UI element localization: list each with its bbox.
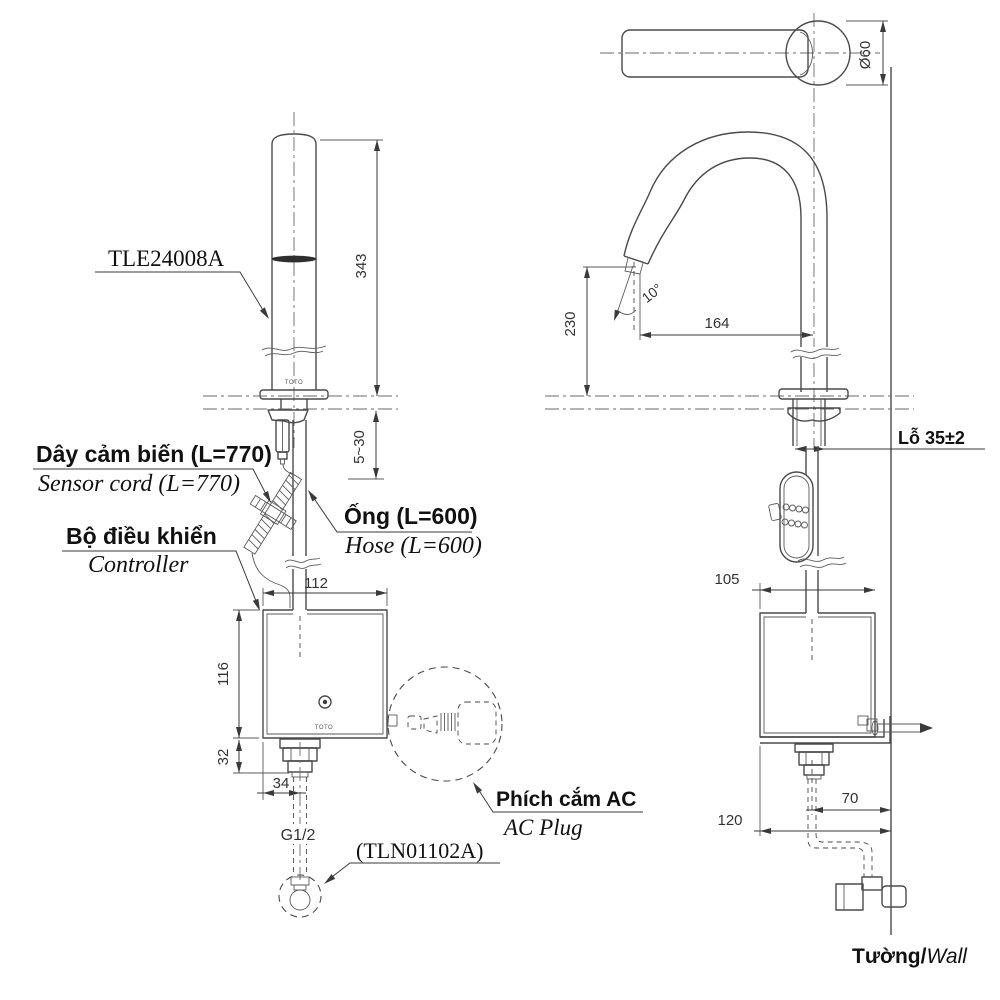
- sensor-window: [271, 255, 317, 263]
- controller-box-side: [759, 612, 878, 738]
- dim-deck-thickness: 5~30: [348, 411, 384, 480]
- column-break-line: [261, 345, 327, 351]
- supply-valve-code-label: (TLN01102A): [356, 838, 484, 863]
- riser-break-line: [792, 353, 842, 359]
- label-controller: Bộ điều khiển Controller: [62, 523, 260, 611]
- wall-label: Tường/Wall: [852, 945, 968, 968]
- hose-label-en: Hose (L=600): [344, 533, 482, 559]
- svg-text:34: 34: [273, 775, 290, 792]
- ac-plug-detail: [387, 666, 503, 782]
- base-flange: [259, 389, 329, 400]
- svg-text:105: 105: [714, 571, 739, 588]
- mounting-nut: [267, 409, 309, 424]
- svg-text:116: 116: [215, 662, 232, 686]
- brand-mark-controller: TOTO: [315, 725, 333, 731]
- dim-base-diameter: Ø60: [846, 20, 888, 86]
- svg-text:32: 32: [215, 749, 232, 766]
- wall-stop-valve: [835, 876, 907, 911]
- dim-controller-depth: 105: [714, 571, 875, 609]
- label-sensor-cord: Dây cảm biến (L=770) Sensor cord (L=770): [33, 441, 272, 503]
- cord-connector: [249, 494, 297, 531]
- label-product: TLE24008A: [95, 246, 269, 319]
- gooseneck-outer: [623, 131, 828, 392]
- thread-size-label: G1/2: [281, 827, 316, 844]
- svg-text:120: 120: [717, 812, 742, 829]
- sensor-cord-label-en: Sensor cord (L=770): [38, 471, 240, 497]
- dim-faucet-height: 343: [320, 139, 383, 396]
- dim-fitting-height: 32: [215, 740, 289, 774]
- spout-face: [623, 255, 649, 265]
- dim-outlet-offset: 34: [257, 742, 306, 800]
- svg-text:343: 343: [353, 253, 370, 278]
- column-break-line: [264, 350, 324, 357]
- controller-label-en: Controller: [88, 552, 189, 578]
- dim-hole-size: Lỗ 35±2: [795, 427, 985, 452]
- ac-plug-label-vi: Phích cắm AC: [496, 787, 636, 811]
- base-circle-top-view: [785, 20, 851, 86]
- hose-label-vi: Ống (L=600): [344, 502, 478, 529]
- spout-top-view: [621, 29, 809, 78]
- hole-size-label: Lỗ 35±2: [898, 427, 965, 448]
- svg-text:70: 70: [842, 790, 859, 807]
- hose: [284, 420, 322, 610]
- label-hose: Ống (L=600) Hose (L=600): [308, 490, 482, 559]
- coiled-sensor-cord: [768, 471, 847, 568]
- svg-text:230: 230: [562, 311, 579, 336]
- svg-text:Ø60: Ø60: [857, 41, 874, 69]
- ac-plug-label-en: AC Plug: [502, 815, 583, 840]
- dim-controller-to-wall: 120: [717, 746, 891, 836]
- outlet-fitting-side: [794, 743, 834, 780]
- supply-pipe-dashed-side: [815, 779, 873, 877]
- sensor-plug: [275, 419, 290, 465]
- product-code-label: TLE24008A: [108, 246, 225, 271]
- dim-controller-width: 112: [262, 575, 388, 606]
- controller-label-vi: Bộ điều khiển: [66, 523, 217, 549]
- svg-text:10°: 10°: [639, 280, 666, 306]
- dim-spout-reach: 164: [639, 274, 813, 340]
- supply-pipe-dashed-side: [807, 779, 865, 877]
- top-view: Ø60: [600, 13, 888, 450]
- wall-label-en: Wall: [926, 945, 968, 968]
- dim-spout-outlet-height: 230: [562, 266, 636, 396]
- indicator-led: [318, 695, 332, 709]
- spout-nozzle: [624, 257, 644, 275]
- svg-text:164: 164: [704, 315, 729, 332]
- faucet-column: [271, 133, 317, 390]
- dim-pipe-to-wall: 70: [806, 760, 891, 815]
- sensor-cord-label-vi: Dây cảm biến (L=770): [36, 441, 272, 467]
- riser-break-line: [790, 347, 840, 353]
- mounting-shank-side: [787, 399, 841, 446]
- label-supply-valve: (TLN01102A): [324, 838, 500, 884]
- gooseneck-inner: [647, 157, 802, 392]
- side-view: 10° 230 164: [545, 131, 985, 911]
- dim-controller-height: 116: [215, 609, 259, 739]
- label-ac-plug: Phích cắm AC AC Plug: [473, 782, 643, 840]
- supply-valve: [278, 874, 322, 918]
- base-flange-side: [778, 388, 849, 400]
- sensor-cord: [243, 463, 303, 608]
- wall-label-vi: Tường/: [852, 945, 927, 968]
- wall-bracket: [760, 716, 933, 744]
- svg-text:112: 112: [304, 575, 328, 592]
- brand-mark-column: TOTO: [285, 380, 303, 386]
- front-view: TOTO: [203, 112, 503, 918]
- svg-text:5~30: 5~30: [351, 430, 368, 464]
- controller-box: TOTO: [262, 609, 388, 739]
- flange-neck: [280, 399, 308, 410]
